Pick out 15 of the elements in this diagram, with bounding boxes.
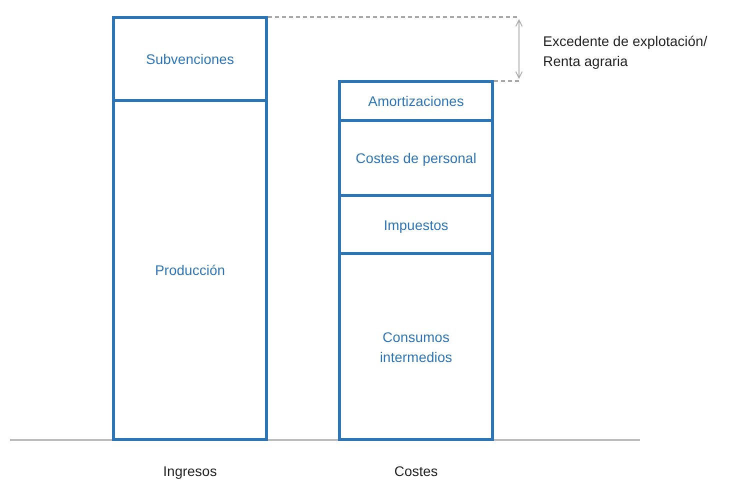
bar-segment	[338, 119, 494, 197]
dimension-label: Excedente de explotación/ Renta agraria	[543, 32, 708, 71]
segment-label: Impuestos	[382, 216, 450, 234]
axis-label: Ingresos	[162, 462, 218, 481]
segment-label: Producción	[154, 261, 226, 280]
segment-label: Consumos intermedios	[378, 328, 454, 366]
bar-segment	[338, 252, 494, 441]
bar-segment	[338, 194, 494, 255]
axis-label: Costes	[393, 462, 439, 481]
bar-segment	[338, 80, 494, 122]
segment-label: Costes de personal	[354, 149, 478, 168]
bar-segment	[112, 16, 268, 102]
segment-label: Amortizaciones	[367, 92, 465, 111]
segment-label: Subvenciones	[145, 50, 235, 69]
bar-segment	[112, 99, 268, 441]
